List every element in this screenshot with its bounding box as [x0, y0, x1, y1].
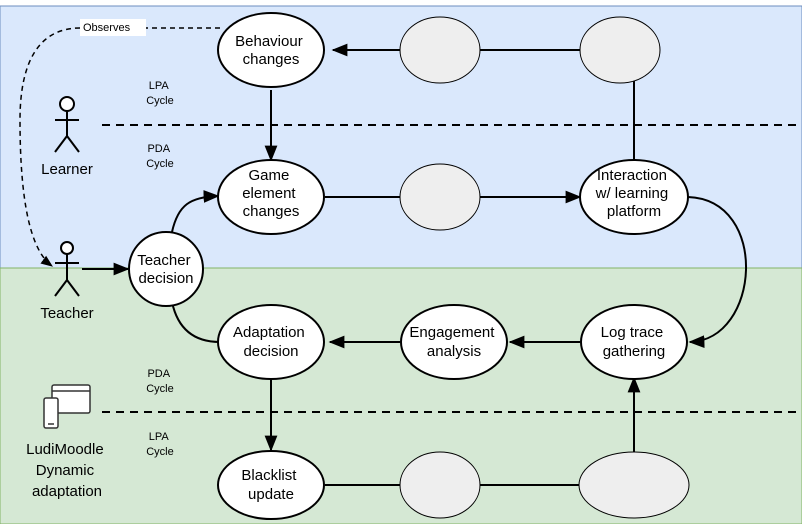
svg-text:Log trace gathering: Log trace gathering: [601, 324, 668, 360]
lower-pda-label-line2: Cycle: [146, 383, 174, 395]
node-engagement-analysis: [400, 304, 508, 380]
placeholder-ellipse-bottom-2: [578, 451, 690, 519]
placeholder-ellipse-bottom-1: [399, 451, 481, 519]
lower-lpa-label-line2: Cycle: [146, 446, 174, 458]
node-log-trace: [580, 304, 688, 380]
node-behaviour-changes: [217, 12, 325, 88]
node-interaction-line3: platform: [607, 203, 661, 220]
upper-pda-label-line1: PDA: [147, 143, 170, 155]
upper-lpa-label-line2: Cycle: [146, 95, 174, 107]
placeholder-ellipse-top-1: [399, 16, 481, 84]
node-adaptation-line1: Adaptation: [233, 324, 305, 341]
node-engagement-line2: analysis: [427, 343, 481, 360]
node-interaction-line2: w/ learning: [595, 185, 669, 202]
node-game-element-line1: Game: [248, 167, 289, 184]
placeholder-ellipse-top-2: [579, 16, 661, 84]
teacher-stick-figure-icon: [54, 241, 80, 297]
svg-text:Blacklist update: Blacklist update: [241, 467, 300, 503]
adaptation-to-teacher-edge: [171, 301, 221, 343]
node-game-element-line2: element: [242, 185, 296, 202]
teacher-to-game-edge: [171, 190, 220, 233]
upper-lpa-label-line1: LPA: [149, 80, 170, 92]
svg-text:PDA Cycle: PDA Cycle: [146, 143, 174, 170]
node-game-element-changes: [217, 159, 325, 235]
svg-text:Interaction w/ learning: Interaction w/ learning platform: [595, 167, 673, 220]
device-window-icon: [43, 384, 91, 429]
observes-connector: [19, 27, 220, 266]
node-interaction-line1: Interaction: [597, 167, 667, 184]
node-interaction: [579, 159, 689, 235]
node-teacher-decision-line1: Teacher: [137, 252, 190, 269]
system-label-line1: LudiMoodle: [26, 441, 104, 458]
node-behaviour-changes-line1: Behaviour: [235, 33, 303, 50]
node-game-element-line3: changes: [243, 203, 300, 220]
node-log-trace-line1: Log trace: [601, 324, 664, 341]
node-behaviour-changes-line2: changes: [243, 51, 300, 68]
svg-text:Game element changes: Game element changes: [242, 167, 300, 220]
node-blacklist-update: [217, 450, 325, 520]
svg-text:Adaptation decision: Adaptation decision: [233, 324, 309, 360]
svg-text:Teacher decision: Teacher decision: [137, 252, 195, 287]
lower-lpa-label-line1: LPA: [149, 431, 170, 443]
observes-label-bg: [80, 19, 146, 36]
node-adaptation-decision: [217, 304, 325, 380]
placeholder-ellipse-mid: [399, 163, 481, 231]
svg-text:PDA Cycle: PDA Cycle: [146, 368, 174, 395]
node-blacklist-line1: Blacklist: [241, 467, 297, 484]
node-teacher-decision: [128, 231, 204, 307]
svg-text:LudiMoodle Dynamic ada: LudiMoodle Dynamic adaptation: [26, 441, 108, 500]
lower-pda-label-line1: PDA: [147, 368, 170, 380]
system-label-line2: Dynamic: [36, 462, 95, 479]
learner-stick-figure-icon: [54, 96, 80, 153]
svg-text:Engagement analysis: Engagement analysis: [409, 324, 498, 360]
observes-label: Observes: [83, 22, 131, 34]
svg-text:Behaviour changes: Behaviour changes: [235, 33, 307, 68]
learner-label: Learner: [41, 161, 93, 178]
upper-pda-label-line2: Cycle: [146, 158, 174, 170]
svg-text:LPA Cycle: LPA Cycle: [146, 431, 174, 458]
node-log-trace-line2: gathering: [603, 343, 666, 360]
node-blacklist-line2: update: [248, 486, 294, 503]
node-teacher-decision-line2: decision: [138, 270, 193, 287]
svg-text:LPA Cycle: LPA Cycle: [146, 80, 174, 107]
node-engagement-line1: Engagement: [409, 324, 495, 341]
interaction-to-logtrace-edge: [687, 196, 747, 348]
teacher-label: Teacher: [40, 305, 93, 322]
system-label-line3: adaptation: [32, 483, 102, 500]
node-adaptation-line2: decision: [243, 343, 298, 360]
